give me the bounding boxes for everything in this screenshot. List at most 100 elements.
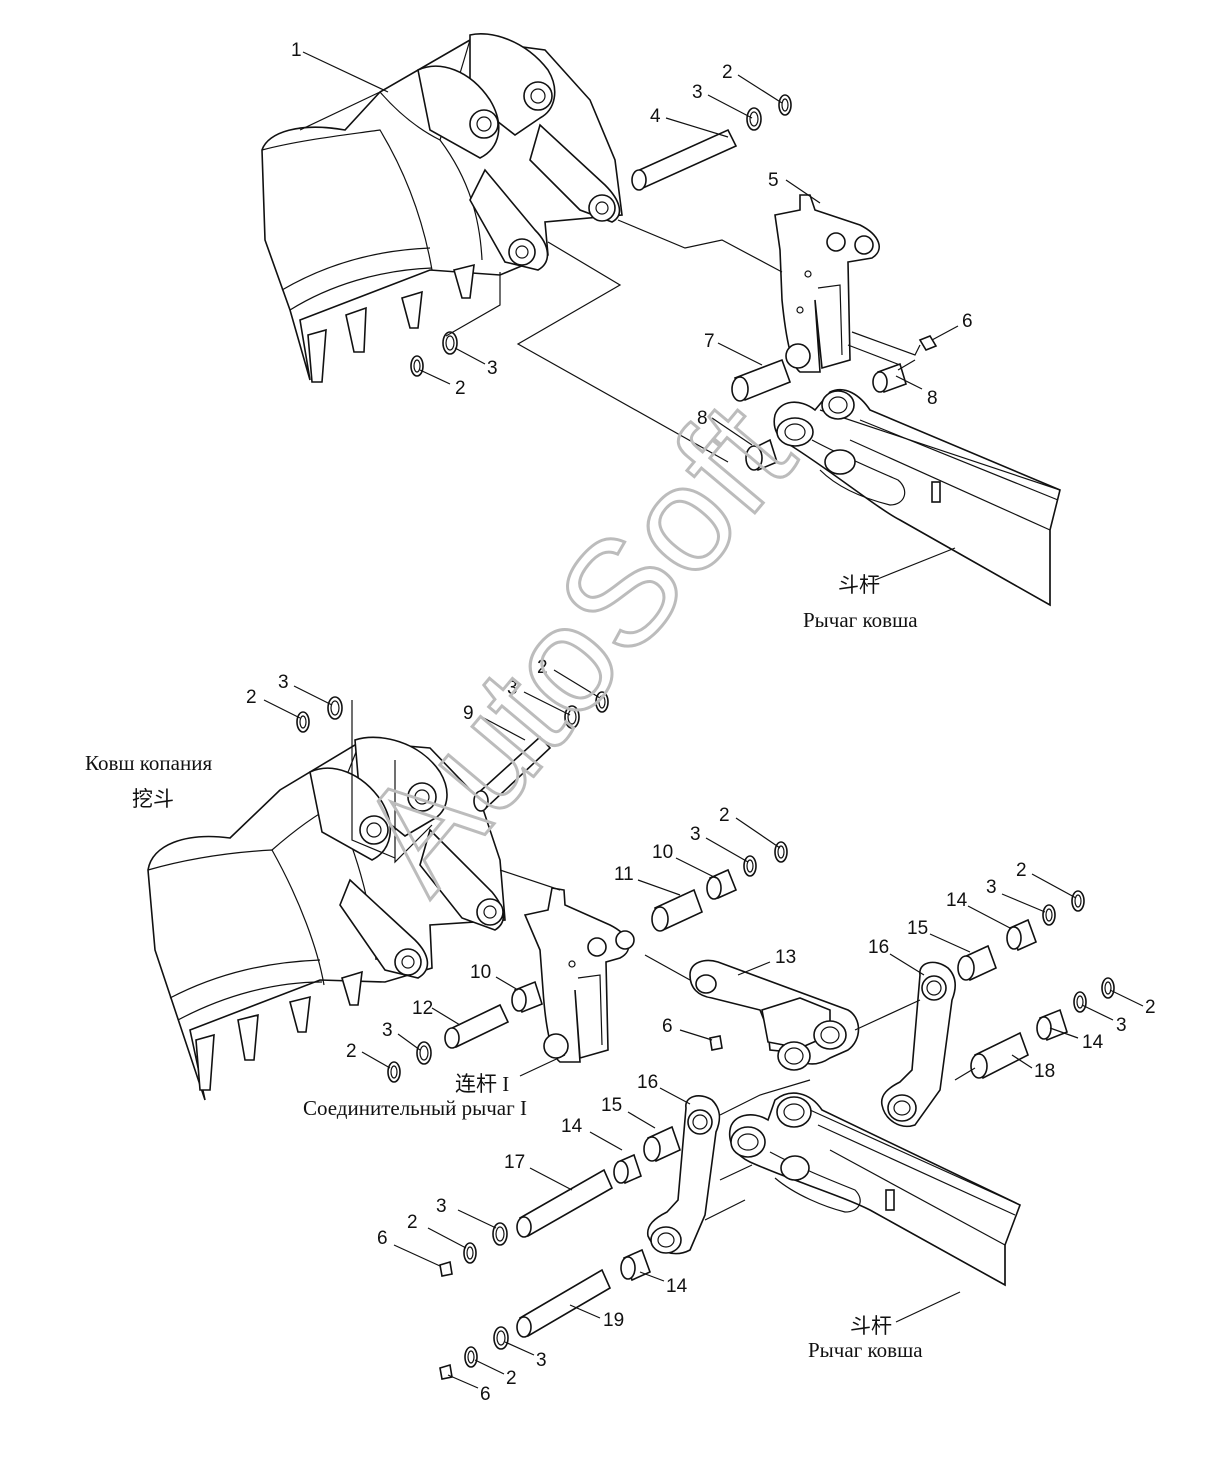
top-washers: [410, 94, 792, 377]
top-bush-8-right: [872, 362, 907, 394]
bottom-pin-9: [473, 735, 552, 812]
callout: 2: [506, 1368, 517, 1389]
callout: 15: [601, 1095, 622, 1116]
top-link-5: [774, 194, 880, 373]
bottom-arm: [728, 1092, 1022, 1287]
callout: 13: [775, 947, 796, 968]
bottom-bush-15-left: [643, 1125, 681, 1163]
bottom-bush-10-upper: [706, 868, 738, 900]
callout: 11: [614, 864, 634, 885]
callout: 7: [704, 331, 715, 352]
callout: 6: [662, 1016, 673, 1037]
top-arm-label-ru: Рычаг ковша: [803, 608, 918, 632]
callout: 3: [690, 824, 701, 845]
callout: 3: [507, 678, 518, 699]
callout: 8: [927, 388, 938, 409]
bottom-bracket-16-right: [880, 961, 957, 1127]
callout: 18: [1034, 1061, 1055, 1082]
bottom-callouts: 2 3 2 3 9 2 3 10 11 2 14 3 15 16 13 10 1…: [246, 657, 1156, 1405]
bottom-pin-12: [444, 1003, 510, 1049]
callout: 2: [455, 378, 466, 399]
top-assembly: 1 2 3 4 5 6 7 8 3 2 8 斗杆 Рычаг ковша: [261, 33, 1061, 632]
bottom-bush-14-right-top: [1006, 918, 1038, 952]
callout: 19: [603, 1310, 624, 1331]
callout: 3: [487, 358, 498, 379]
bottom-washers-a: [296, 691, 609, 733]
callout: 14: [666, 1276, 688, 1297]
callout: 15: [907, 918, 928, 939]
bottom-bush-14-right-bottom: [1036, 1008, 1068, 1042]
callout: 17: [504, 1152, 525, 1173]
bottom-link-1: [523, 887, 635, 1063]
callout: 6: [962, 311, 973, 332]
bucket-label-cn: 挖斗: [132, 787, 174, 811]
callout: 16: [637, 1072, 658, 1093]
bottom-bush-11: [651, 888, 704, 932]
callout: 10: [652, 842, 673, 863]
callout: 6: [480, 1384, 491, 1405]
bottom-washers-e: [463, 1222, 508, 1264]
callout: 9: [463, 703, 474, 724]
callout: 16: [868, 937, 889, 958]
callout: 3: [436, 1196, 447, 1217]
callout: 5: [768, 170, 779, 191]
callout: 2: [1016, 860, 1027, 881]
bottom-pin-17: [516, 1168, 614, 1238]
bottom-bucket: [147, 736, 506, 1101]
callout: 8: [697, 408, 708, 429]
top-arm: [773, 388, 1061, 607]
callout: 2: [1145, 997, 1156, 1018]
callout: 6: [377, 1228, 388, 1249]
top-bush-8-left: [745, 438, 778, 472]
callout: 14: [1082, 1032, 1104, 1053]
top-grease-nipple: [918, 335, 938, 351]
callout: 14: [561, 1116, 583, 1137]
bottom-grease-nipple-13: [709, 1035, 723, 1051]
link-label-cn: 连杆 I: [455, 1072, 509, 1096]
callout: 3: [382, 1020, 393, 1041]
bottom-grease-nipple-19: [439, 1363, 453, 1380]
bottom-washers-d: [1042, 890, 1115, 1013]
callout: 2: [719, 805, 730, 826]
watermark: AutoSoft: [326, 372, 825, 921]
link-label-ru: Соединительный рычаг I: [303, 1096, 527, 1120]
callout: 2: [246, 687, 257, 708]
callout: 10: [470, 962, 491, 983]
bottom-bush-14-left-bottom: [620, 1248, 652, 1282]
callout: 14: [946, 890, 968, 911]
bottom-pin-19: [516, 1268, 612, 1338]
bottom-washers-b: [743, 841, 788, 877]
bottom-arm-label-cn: 斗杆: [850, 1314, 892, 1338]
bottom-bush-14-left-top: [613, 1153, 642, 1185]
bottom-washers-f: [464, 1326, 509, 1368]
callout: 4: [650, 106, 661, 127]
bottom-bush-10-lower: [511, 980, 543, 1014]
bottom-grease-nipple-17: [439, 1260, 453, 1277]
bottom-link-13: [689, 959, 860, 1071]
top-bucket: [261, 33, 623, 383]
top-callouts: 1 2 3 4 5 6 7 8 3 2 8: [291, 40, 973, 429]
callout: 2: [537, 657, 548, 678]
callout: 3: [1116, 1015, 1127, 1036]
bottom-pin-18: [970, 1031, 1029, 1080]
top-pin-4: [631, 128, 738, 191]
top-bush-7: [731, 358, 792, 402]
bottom-bush-15-right: [957, 944, 998, 982]
callout: 3: [692, 82, 703, 103]
bottom-arm-label-ru: Рычаг ковша: [808, 1338, 923, 1362]
callout: 1: [291, 40, 302, 61]
bottom-leaders: [263, 669, 1144, 1389]
top-leaders: [302, 51, 959, 581]
bottom-assembly: 2 3 2 3 9 2 3 10 11 2 14 3 15 16 13 10 1…: [85, 657, 1156, 1405]
callout: 2: [407, 1212, 418, 1233]
top-arm-label-cn: 斗杆: [838, 573, 880, 597]
callout: 3: [278, 672, 289, 693]
bottom-bracket-16-left: [646, 1095, 721, 1255]
callout: 3: [536, 1350, 547, 1371]
callout: 12: [412, 998, 433, 1019]
bucket-label-ru: Ковш копания: [85, 751, 212, 775]
callout: 2: [722, 62, 733, 83]
bottom-washers-c: [387, 1041, 432, 1083]
callout: 3: [986, 877, 997, 898]
